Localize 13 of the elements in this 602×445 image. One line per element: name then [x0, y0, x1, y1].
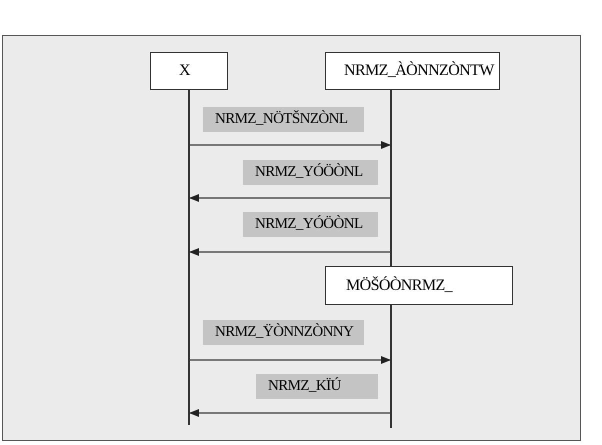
arrow: [189, 356, 391, 364]
edge-label: NRMZ_ŸÒNNZÒNNY: [203, 320, 364, 345]
arrow: [189, 141, 391, 149]
lifeline-box: MÖŠÓÒNRMZ_: [325, 266, 513, 305]
lifeline-box: NRMZ_ÀÒNNZÒNTW: [325, 52, 500, 90]
arrow: [189, 194, 391, 202]
edge-label: NRMZ_YÓÖÒNL: [243, 160, 378, 185]
edge-label: NRMZ_KÏÚ: [256, 374, 378, 399]
edge-label: NRMZ_NÖTŠNZÒNL: [203, 107, 364, 132]
lifeline-box: X: [150, 52, 228, 90]
arrow: [189, 409, 391, 417]
edge-label: NRMZ_YÓÖÒNL: [243, 212, 378, 237]
arrow: [189, 248, 391, 256]
